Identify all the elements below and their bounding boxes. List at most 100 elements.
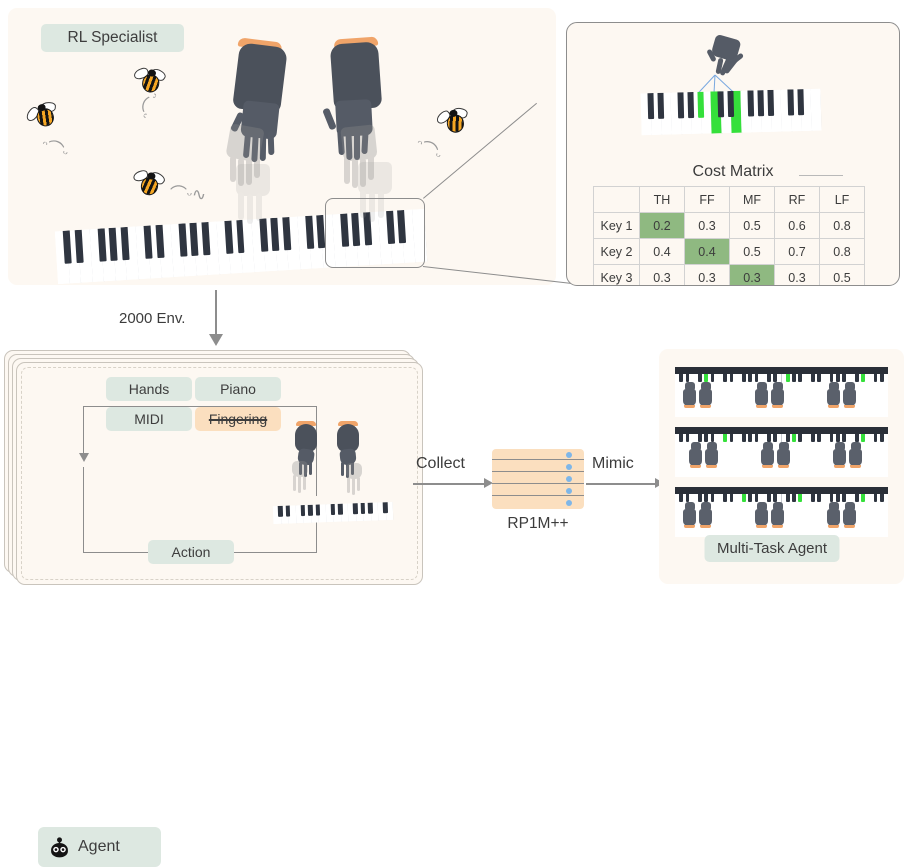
piano-black-key <box>785 374 790 383</box>
piano-black-key <box>685 494 690 503</box>
piano-black-key <box>687 91 695 119</box>
piano-black-key <box>817 374 821 383</box>
piano-black-key <box>647 93 655 120</box>
piano-black-key <box>698 494 702 503</box>
piano-black-key <box>810 494 815 503</box>
cost-matrix-cell: 0.5 <box>729 238 775 265</box>
cost-matrix-title-rule <box>799 175 843 176</box>
piano-black-key <box>787 89 795 116</box>
env-arrow-line <box>215 290 217 337</box>
dataset-row-line <box>492 459 584 461</box>
piano-black-key <box>792 494 796 503</box>
piano-black-key <box>798 494 803 503</box>
dataset-dot <box>566 464 572 470</box>
piano-black-key <box>729 494 734 503</box>
piano-black-key <box>685 374 690 383</box>
piano-black-key <box>742 494 746 503</box>
piano-black-key <box>842 494 847 503</box>
chip-hands: Hands <box>106 377 192 401</box>
piano-keyboard-highlighted <box>640 88 822 136</box>
piano-black-key <box>854 434 859 443</box>
observation-wire-right <box>316 406 318 496</box>
piano-black-key <box>710 494 715 503</box>
piano-black-key <box>861 494 865 503</box>
piano-black-key <box>307 504 313 517</box>
piano-black-key <box>798 374 803 383</box>
piano-black-key <box>742 434 746 443</box>
cost-matrix-row-header: Key 3 <box>593 264 640 285</box>
piano-black-key <box>685 434 690 443</box>
cost-matrix-cell: 0.7 <box>774 238 820 265</box>
env-panel-inner-border <box>21 367 418 580</box>
chip-action: Action <box>148 540 234 564</box>
cost-matrix-cell: 0.5 <box>819 264 865 285</box>
multitask-piano-keyboard <box>675 374 888 387</box>
env-piano-keyboard <box>272 501 394 525</box>
collect-arrow-head <box>484 478 493 488</box>
cost-matrix-col-header: TH <box>639 186 685 213</box>
piano-black-key <box>747 90 755 117</box>
piano-black-key <box>861 434 865 443</box>
bee-trail: ᵔ⌒ᵕ <box>38 135 71 163</box>
agent-label: Agent <box>78 838 120 855</box>
cost-matrix-title: Cost Matrix <box>692 163 774 180</box>
piano-black-key <box>657 92 665 119</box>
piano-black-key <box>748 374 753 383</box>
multitask-row <box>675 427 888 477</box>
multitask-row <box>675 367 888 417</box>
cost-matrix-corner <box>593 186 640 213</box>
agent-box: Agent <box>38 827 161 867</box>
piano-black-key <box>704 434 709 443</box>
piano-black-key <box>757 90 765 117</box>
piano-black-key <box>773 374 778 383</box>
piano-black-key <box>810 374 815 383</box>
piano-top-bar <box>675 367 888 374</box>
dataset-row-line <box>492 471 584 473</box>
piano-black-key <box>785 434 790 443</box>
rl-specialist-label: RL Specialist <box>41 24 184 52</box>
cost-matrix-cell: 0.6 <box>774 212 820 239</box>
cost-matrix-cell: 0.4 <box>639 238 685 265</box>
env-scene <box>269 421 414 541</box>
piano-black-key <box>360 502 366 515</box>
piano-black-key <box>773 434 778 443</box>
keyboard-zoom-region <box>325 198 425 268</box>
piano-black-key <box>729 374 734 383</box>
piano-black-key <box>704 374 709 383</box>
piano-black-key <box>836 434 840 443</box>
cost-matrix-cell: 0.8 <box>819 212 865 239</box>
dataset-dot <box>566 500 572 506</box>
piano-top-bar <box>675 427 888 434</box>
piano-black-key <box>797 89 805 116</box>
cost-matrix-col-header: LF <box>819 186 865 213</box>
mimic-label: Mimic <box>592 455 634 472</box>
rl-specialist-panel: RL Specialist ᵔ⌒ᵕ ᵔ⌒ᵕ ⌒ᵕ∿ ᵔ⌒ᵕ <box>8 8 556 285</box>
dataset-block <box>492 449 584 509</box>
piano-white-key <box>810 88 822 131</box>
piano-black-key <box>729 434 734 443</box>
piano-black-key <box>748 434 753 443</box>
collect-arrow-line <box>413 483 486 485</box>
piano-black-key <box>836 494 840 503</box>
piano-black-key <box>767 374 771 383</box>
env-arrow-head <box>209 334 223 346</box>
piano-black-key <box>698 374 702 383</box>
piano-black-key <box>748 494 753 503</box>
piano-black-key <box>754 374 759 383</box>
piano-black-key <box>861 374 865 383</box>
piano-black-key <box>679 374 684 383</box>
cost-matrix-cell: 0.3 <box>684 212 730 239</box>
piano-black-key <box>817 434 821 443</box>
piano-black-key <box>879 494 884 503</box>
piano-black-key <box>698 434 702 443</box>
cost-matrix-cell: 0.3 <box>774 264 820 285</box>
dataset-label: RP1M++ <box>507 515 569 532</box>
piano-black-key <box>842 374 847 383</box>
piano-black-key <box>798 434 803 443</box>
piano-black-key <box>842 434 847 443</box>
dataset-row-line <box>492 483 584 485</box>
piano-black-key <box>792 374 796 383</box>
